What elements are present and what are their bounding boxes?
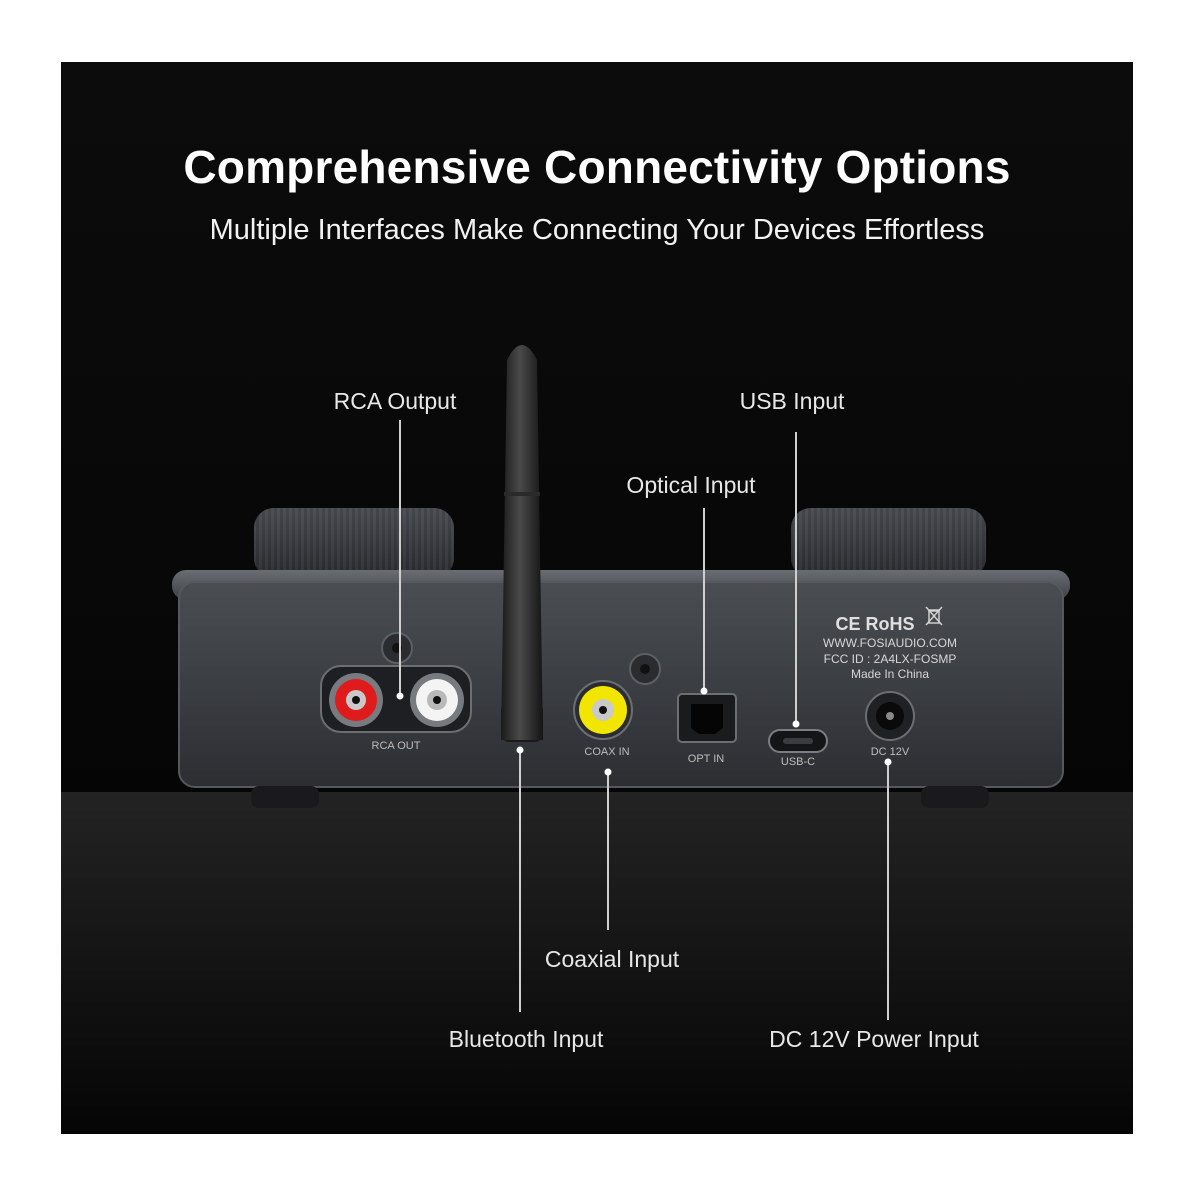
crossed-out-wheelie-bin-icon [925, 606, 943, 626]
leader-dc-dot [884, 758, 892, 766]
amplifier-rear-illustration [61, 345, 1133, 1134]
product-panel: Comprehensive Connectivity Options Multi… [61, 62, 1133, 1134]
bluetooth-antenna [501, 345, 543, 742]
callout-dc-power-input: DC 12V Power Input [769, 1026, 979, 1052]
port-label-coax-in: COAX IN [584, 746, 630, 758]
rca-left-jack [329, 673, 383, 727]
volume-knob-left [254, 508, 454, 578]
certification-marks: CE RoHS [835, 614, 915, 634]
volume-knob-right [791, 508, 986, 578]
callout-usb-input: USB Input [739, 388, 845, 414]
leader-usb-dot [792, 720, 800, 728]
callout-coaxial-input: Coaxial Input [544, 946, 680, 972]
coax-jack [573, 680, 633, 740]
page-title: Comprehensive Connectivity Options [183, 141, 1011, 193]
leader-rca [399, 420, 401, 696]
foot-right [921, 786, 989, 808]
page-subtitle: Multiple Interfaces Make Connecting Your… [209, 214, 985, 246]
foot-left [251, 786, 319, 808]
leader-optical-dot [700, 687, 708, 695]
callout-bluetooth-input: Bluetooth Input [448, 1026, 604, 1052]
certification-origin: Made In China [850, 667, 930, 681]
leader-rca-dot [396, 692, 404, 700]
rca-right-jack [410, 673, 464, 727]
callout-optical-input: Optical Input [626, 472, 756, 498]
leader-usb [795, 432, 797, 722]
port-label-usb-c: USB-C [780, 756, 816, 768]
shelf-surface [61, 792, 1133, 1134]
leader-dc [887, 762, 889, 1020]
leader-coax-dot [604, 768, 612, 776]
port-label-dc-12v: DC 12V [870, 746, 910, 758]
port-label-opt-in: OPT IN [687, 753, 725, 765]
leader-bluetooth-dot [516, 746, 524, 754]
leader-bluetooth [519, 750, 521, 1012]
certification-fcc-id: FCC ID : 2A4LX-FOSMP [823, 652, 957, 666]
optical-port [677, 693, 737, 743]
dc-power-jack [865, 691, 915, 741]
port-label-rca-out: RCA OUT [371, 740, 421, 752]
callout-rca-output: RCA Output [333, 388, 457, 414]
certification-website: WWW.FOSIAUDIO.COM [823, 636, 957, 650]
leader-coax [607, 772, 609, 930]
leader-optical [703, 508, 705, 692]
